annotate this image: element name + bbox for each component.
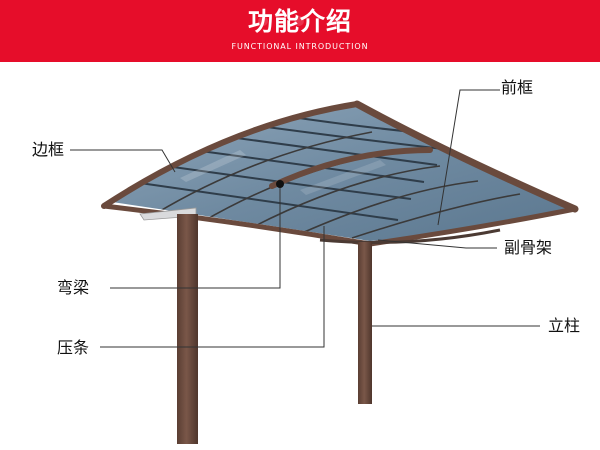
- front-frame: [353, 100, 579, 213]
- left-column: [177, 214, 198, 444]
- side-frame: [101, 101, 360, 209]
- sub-frame-rail: [319, 228, 501, 244]
- curved-beam: [269, 147, 433, 189]
- leader-lines: [70, 89, 540, 348]
- page-subtitle: FUNCTIONAL INTRODUCTION: [231, 42, 369, 51]
- label-curved-beam: 弯梁: [57, 278, 90, 297]
- label-side-frame: 边框: [32, 140, 65, 159]
- label-column: 立柱: [548, 316, 581, 335]
- page-title: 功能介绍: [247, 7, 352, 36]
- label-sub-frame: 副骨架: [504, 238, 553, 257]
- label-pressing-strip: 压条: [57, 338, 90, 357]
- curved-beam-marker: [276, 180, 284, 188]
- right-column: [358, 242, 372, 404]
- header-banner: [0, 0, 600, 62]
- label-front-frame: 前框: [501, 78, 534, 97]
